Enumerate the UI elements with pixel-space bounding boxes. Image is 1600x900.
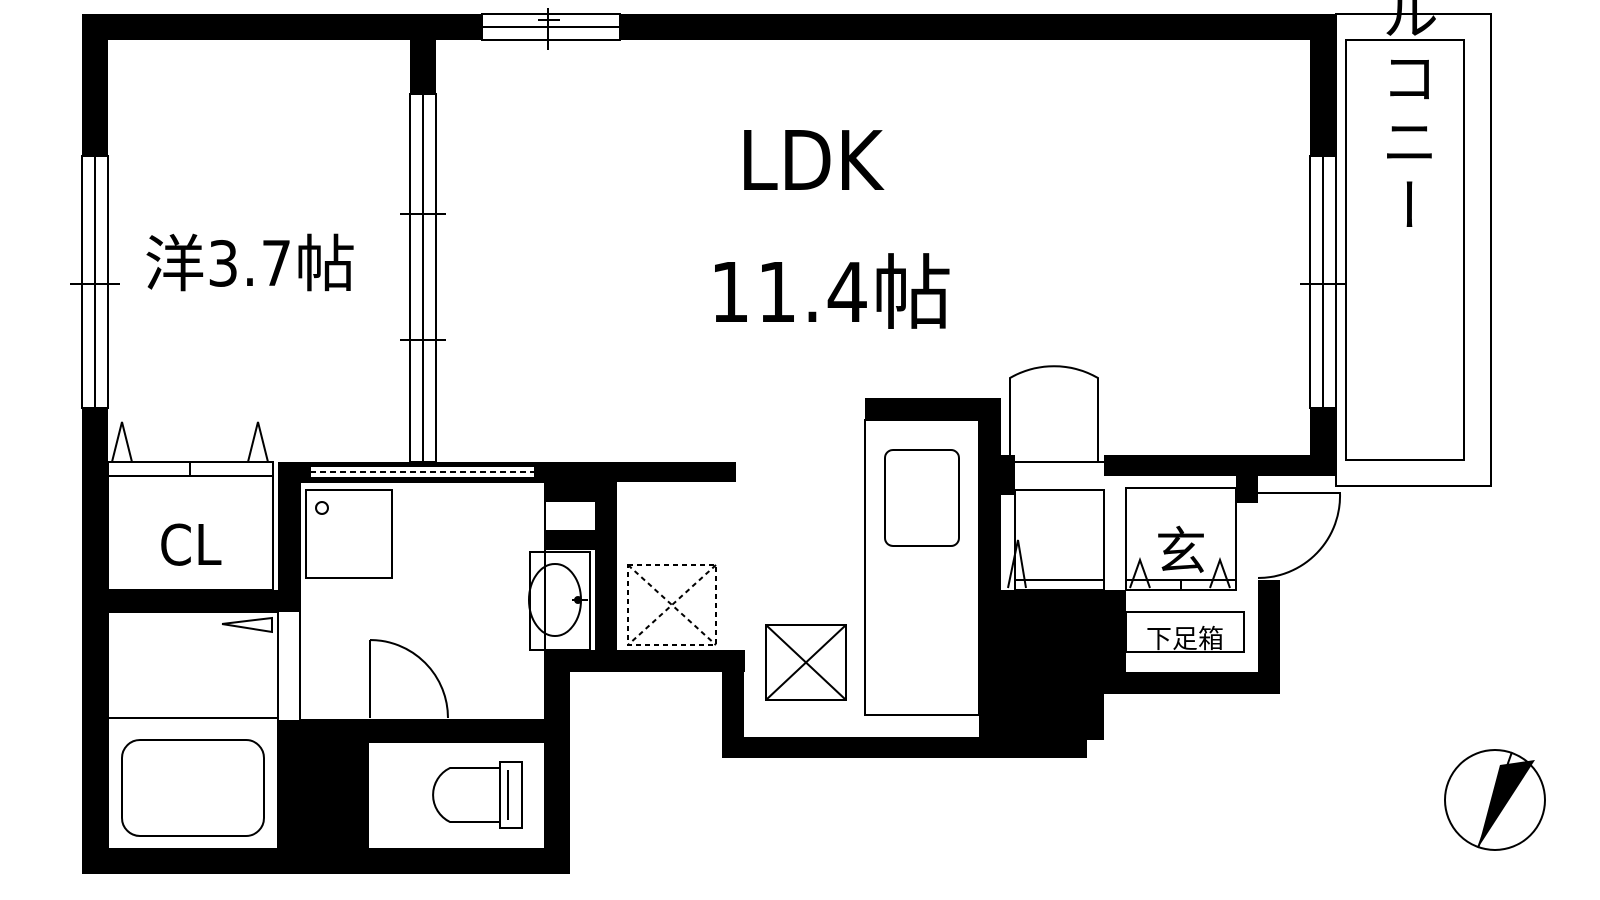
storage-label: 収納 <box>1028 625 1080 655</box>
storage-entrance <box>1007 365 1342 653</box>
fridge-space <box>627 564 847 701</box>
windows <box>70 8 1346 479</box>
ldk-name: LDK <box>737 115 885 210</box>
balcony-label: バルコニー <box>1371 0 1439 240</box>
closet-label: CL <box>158 514 221 579</box>
kitchen-counter <box>864 419 980 716</box>
toilet <box>367 741 546 850</box>
walls <box>82 14 1336 874</box>
balcony <box>1335 13 1492 487</box>
entrance-label: 玄 <box>1155 523 1207 583</box>
closet-doors <box>107 421 274 591</box>
western-room-label: 洋3.7帖 <box>144 228 357 301</box>
shoe-cabinet-label: 下足箱 <box>1146 625 1224 655</box>
ldk-size: 11.4帖 <box>707 247 953 342</box>
north-arrow-icon <box>1444 749 1546 851</box>
bathroom <box>107 611 279 850</box>
washroom <box>299 481 591 721</box>
